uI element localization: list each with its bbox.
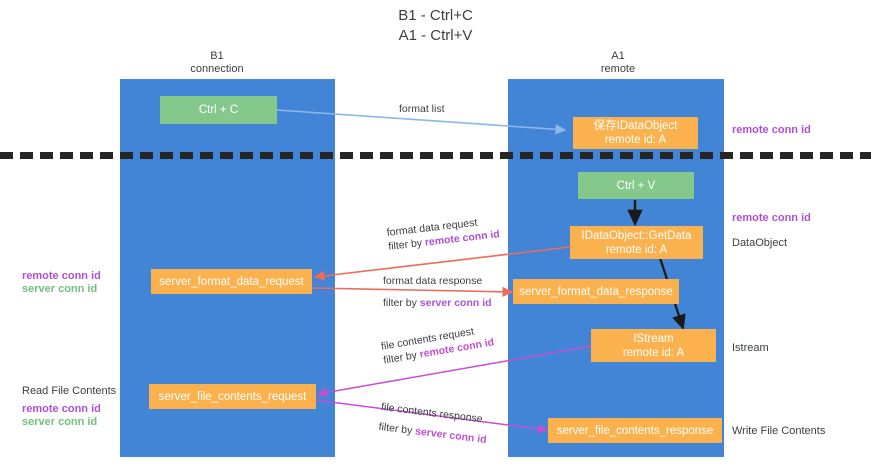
edge-label-format-list: format list bbox=[399, 103, 445, 115]
edge-label-highlight-2: server conn id bbox=[419, 297, 492, 309]
edge-format-data-request bbox=[313, 245, 579, 281]
section-divider bbox=[0, 152, 871, 159]
title-line-2: A1 - Ctrl+V bbox=[398, 27, 473, 44]
edge-label-format-data-response-line2: filter by server conn id bbox=[383, 296, 492, 310]
node-ctrl-c-label: Ctrl + C bbox=[198, 104, 239, 116]
column-header-b1-role: connection bbox=[190, 63, 244, 75]
column-header-a1-name: A1 bbox=[611, 50, 625, 62]
label-remote-conn-id-mid: remote conn id bbox=[732, 212, 811, 224]
node-server-file-contents-response[interactable]: server_file_contents_response bbox=[548, 418, 722, 443]
node-save-dataobject[interactable]: 保存IDataObject remote id: A bbox=[573, 117, 698, 149]
node-ctrl-c[interactable]: Ctrl + C bbox=[160, 96, 277, 124]
edge-label-format-data-response: format data response filter by server co… bbox=[383, 274, 492, 310]
node-ctrl-v[interactable]: Ctrl + V bbox=[578, 172, 694, 199]
node-save-dataobject-line1: 保存IDataObject bbox=[593, 120, 678, 132]
edge-label-format-data-response-line1: format data response bbox=[383, 275, 483, 287]
node-server-format-data-response[interactable]: server_format_data_response bbox=[513, 279, 679, 304]
column-header-b1-name: B1 bbox=[210, 50, 224, 62]
column-header-a1-role: remote bbox=[600, 63, 636, 75]
label-left-server-conn-id-2: server conn id bbox=[22, 416, 98, 428]
node-server-format-data-request[interactable]: server_format_data_request bbox=[151, 269, 312, 294]
title-line-1: B1 - Ctrl+C bbox=[398, 7, 473, 24]
column-header-a1: A1 remote bbox=[553, 50, 683, 76]
label-left-remote-conn-id: remote conn id bbox=[22, 270, 101, 282]
label-dataobject: DataObject bbox=[732, 237, 788, 249]
node-istream-line2: remote id: A bbox=[622, 346, 685, 359]
node-server-file-contents-request[interactable]: server_file_contents_request bbox=[149, 384, 316, 409]
node-getdata-line2: remote id: A bbox=[605, 243, 668, 256]
label-istream: Istream bbox=[732, 342, 769, 354]
label-write-file-contents: Write File Contents bbox=[732, 425, 826, 437]
label-remote-conn-id-top: remote conn id bbox=[732, 124, 811, 136]
node-save-dataobject-line2: remote id: A bbox=[604, 134, 667, 146]
diagram-title: B1 - Ctrl+C A1 - Ctrl+V bbox=[0, 6, 871, 46]
label-left-server-conn-id: server conn id bbox=[22, 283, 98, 295]
node-server-format-data-request-label: server_format_data_request bbox=[159, 275, 304, 288]
label-read-file-contents: Read File Contents bbox=[22, 385, 117, 397]
node-istream-line1: IStream bbox=[633, 332, 674, 345]
edge-format-list bbox=[276, 109, 567, 135]
node-getdata-line1: IDataObject::GetData bbox=[581, 229, 692, 242]
edge-file-contents-response bbox=[314, 399, 549, 434]
node-server-format-data-response-label: server_format_data_response bbox=[519, 285, 673, 298]
node-istream[interactable]: IStream remote id: A bbox=[591, 329, 716, 362]
node-server-file-contents-response-label: server_file_contents_response bbox=[556, 424, 714, 437]
edge-file-contents-request bbox=[316, 345, 593, 398]
label-left-remote-conn-id-2: remote conn id bbox=[22, 403, 101, 415]
edge-format-data-response bbox=[311, 286, 514, 297]
column-header-b1: B1 connection bbox=[152, 50, 282, 76]
node-ctrl-v-label: Ctrl + V bbox=[616, 179, 656, 192]
edge-label-prefix-2: filter by bbox=[383, 297, 420, 309]
node-getdata[interactable]: IDataObject::GetData remote id: A bbox=[570, 226, 703, 259]
node-server-file-contents-request-label: server_file_contents_request bbox=[158, 390, 307, 403]
